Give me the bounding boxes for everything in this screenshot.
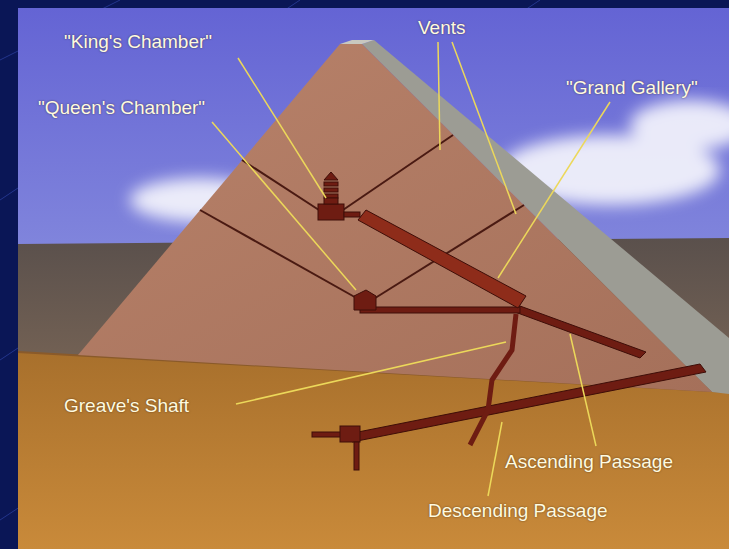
part-label: Descending Passage <box>428 499 608 523</box>
sky <box>18 8 729 549</box>
passages <box>312 172 706 470</box>
leader-lines <box>212 42 610 496</box>
pyramid-top <box>340 40 374 44</box>
pyramid-section <box>78 44 712 392</box>
part-label: "King's Chamber" <box>64 30 212 54</box>
part-label: Vents <box>418 16 466 40</box>
part-label: Greave's Shaft <box>64 394 189 418</box>
part-label: "Grand Gallery" <box>566 76 698 100</box>
ground <box>18 352 729 549</box>
part-label: Ascending Passage <box>505 450 673 474</box>
part-label: "Queen's Chamber" <box>38 96 205 120</box>
